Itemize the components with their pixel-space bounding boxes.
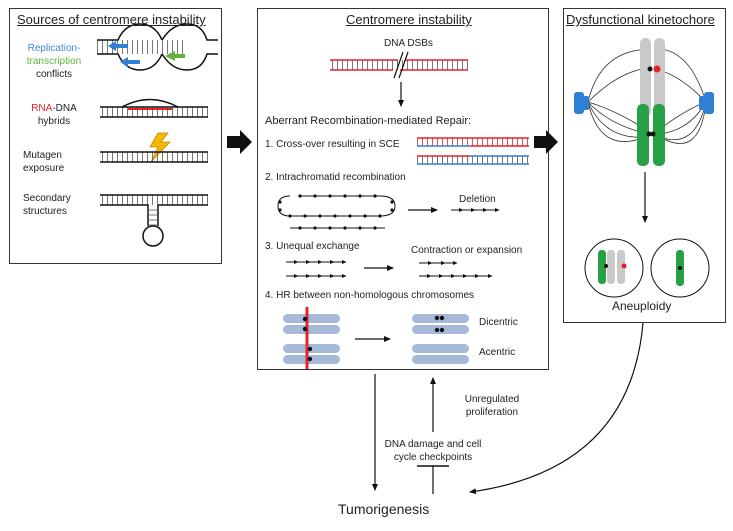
exposure-text: exposure	[23, 163, 65, 174]
proliferation-text: proliferation	[465, 407, 519, 418]
dna-duplex-icon	[100, 151, 208, 163]
mutagen-label: Mutagen exposure	[23, 149, 64, 175]
acentric-chromosome-icon	[412, 344, 469, 364]
secondary-label: Secondary structures	[23, 192, 71, 218]
unequal-exchange-icon	[286, 260, 347, 278]
rt-label: Replication- transcription conflicts	[16, 42, 92, 81]
repair-heading: Aberrant Recombination-mediated Repair:	[265, 115, 472, 127]
checkpoint-label: DNA damage and cell cycle checkpoints	[368, 438, 498, 464]
instability-title: Centromere instability	[346, 12, 472, 27]
kinetochore-title: Dysfunctional kinetochore	[566, 12, 715, 27]
sources-title: Sources of centromere instability	[17, 12, 206, 27]
item-intrachromatid: 2. Intrachromatid recombination	[265, 172, 406, 183]
acentric-label: Acentric	[479, 347, 516, 358]
aneuploid-cell-icon-2	[650, 238, 710, 298]
contraction-expansion-icon	[419, 261, 493, 278]
dsb-label: DNA DSBs	[384, 38, 433, 49]
dicentric-chromosome-icon	[412, 314, 469, 334]
dicentric-label: Dicentric	[479, 317, 518, 328]
mutagen-text: Mutagen	[23, 150, 62, 161]
deletion-label: Deletion	[459, 194, 496, 205]
rt-replication: Replication-	[27, 43, 81, 54]
checkpoint-line2: cycle checkpoints	[393, 452, 473, 463]
unregulated-label: Unregulated proliferation	[452, 393, 532, 419]
intrachromatid-loop-icon	[277, 194, 396, 230]
nonhomologous-chromosomes-icon	[283, 307, 340, 369]
grey-chromosome-icon	[640, 38, 665, 116]
rna-text: RNA	[31, 103, 53, 114]
centrosome-left-icon	[574, 92, 589, 114]
structures-text: structures	[23, 206, 67, 217]
green-chromosome-icon	[637, 104, 665, 166]
replication-bubble-icon	[97, 23, 218, 71]
tumorigenesis-label: Tumorigenesis	[338, 501, 430, 517]
block-arrow-1	[227, 130, 252, 154]
aneuploid-cell-icon	[584, 238, 644, 298]
item-hr: 4. HR between non-homologous chromosomes	[265, 290, 474, 301]
dsb-duplex-icon	[330, 51, 468, 79]
secondary-text: Secondary	[23, 193, 71, 204]
hybrids-text: hybrids	[37, 116, 71, 127]
rt-conflicts: conflicts	[35, 69, 73, 80]
contraction-label: Contraction or expansion	[411, 245, 523, 256]
rna-dna-hybrid-icon	[100, 98, 208, 118]
rna-dna-label: RNA-DNA hybrids	[16, 102, 92, 128]
item-sce: 1. Cross-over resulting in SCE	[265, 139, 400, 150]
checkpoint-line1: DNA damage and cell	[384, 439, 482, 450]
sce-duplex-icon	[417, 137, 529, 165]
aneuploidy-label: Aneuploidy	[612, 299, 672, 313]
dna-text: -DNA	[52, 103, 77, 114]
block-arrow-2	[534, 130, 558, 154]
centrosome-right-icon	[699, 92, 714, 114]
item-unequal: 3. Unequal exchange	[265, 241, 360, 252]
unregulated-text: Unregulated	[464, 394, 520, 405]
hairpin-structure-icon	[100, 194, 208, 247]
rt-transcription: transcription	[26, 56, 82, 67]
